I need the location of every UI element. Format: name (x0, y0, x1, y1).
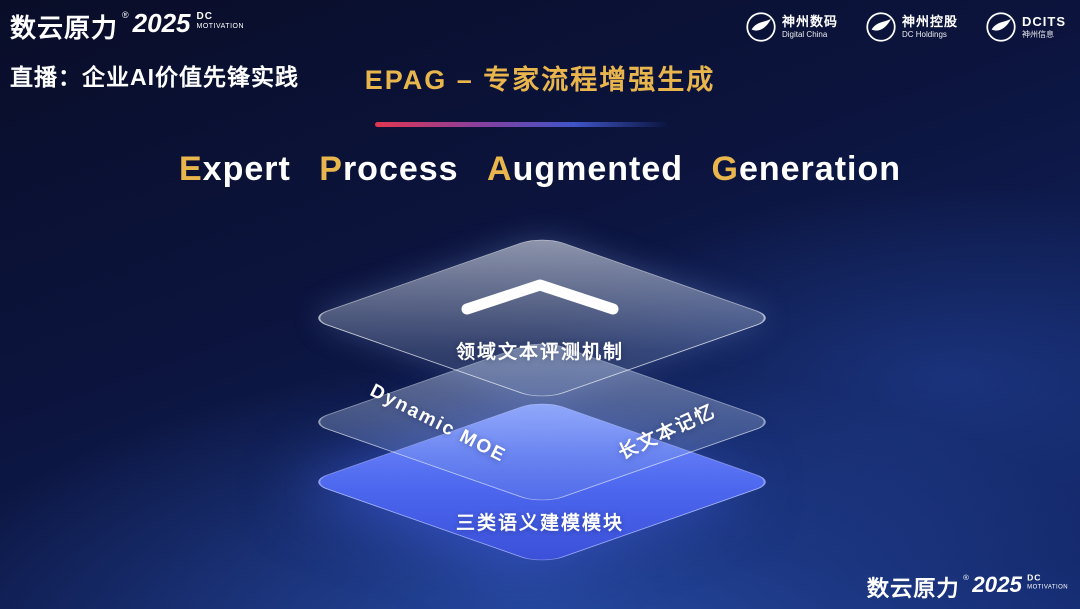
word-initial: G (711, 150, 739, 188)
word-rest: eneration (738, 150, 902, 188)
swoosh-icon (986, 12, 1016, 42)
brand-sub-bottom: MOTIVATION (1027, 583, 1068, 590)
page-title-cn: EPAG – 专家流程增强生成 (364, 65, 716, 95)
page-title-en: Expert Process Augmented Generation (0, 150, 1080, 189)
top-layer-label: 领域文本评测机制 (455, 342, 624, 363)
brand-logo-top: 数云原力 ® 2025 DC MOTIVATION (10, 8, 244, 45)
partner-logo-dcits: DCITS 神州信息 (986, 12, 1066, 42)
title-word: Expert (179, 150, 291, 188)
live-stream-title: 直播：企业AI价值先锋实践 (10, 64, 299, 90)
brand-registered-mark: ® (122, 10, 129, 20)
partner-name: 神州控股 (901, 13, 958, 29)
swoosh-icon (866, 12, 896, 42)
partner-text: 神州数码 Digital China (781, 13, 838, 39)
brand-year: 2025 (132, 8, 191, 38)
stack-diagram: 领域文本评测机制 Dynamic MOE 长文本记忆 三类语义建模模块 (305, 225, 779, 575)
brand-subtitle: DC MOTIVATION (1027, 573, 1068, 590)
brand-name: 数云原力 (866, 575, 960, 602)
brand-subtitle: DC MOTIVATION (196, 11, 245, 30)
title-word: Augmented (487, 150, 683, 188)
brand-name: 数云原力 (10, 13, 119, 43)
chevron-up-icon (455, 275, 625, 324)
brand-logo-bottom: 数云原力 ® 2025 DC MOTIVATION (867, 571, 1068, 603)
word-rest: rocess (342, 150, 459, 188)
partner-name: DCITS (1022, 13, 1066, 29)
title-word: Generation (712, 150, 902, 188)
brand-registered-mark: ® (963, 572, 969, 582)
word-initial: P (319, 150, 343, 188)
swoosh-icon (746, 12, 776, 42)
brand-year: 2025 (972, 571, 1022, 597)
word-initial: E (178, 150, 203, 188)
gradient-divider (375, 122, 667, 127)
partner-sub: DC Holdings (901, 29, 947, 39)
title-word: Process (319, 150, 458, 188)
word-initial: A (487, 150, 513, 188)
brand-sub-top: DC (196, 11, 213, 22)
partner-name: 神州数码 (781, 13, 838, 29)
partner-text: 神州控股 DC Holdings (901, 13, 958, 39)
partner-sub: Digital China (781, 29, 828, 39)
partner-logo-digital-china: 神州数码 Digital China (746, 12, 838, 42)
word-rest: xpert (202, 150, 291, 188)
partner-text: DCITS 神州信息 (1022, 13, 1066, 39)
brand-sub-top: DC (1027, 573, 1042, 584)
partner-sub: 神州信息 (1022, 29, 1054, 39)
word-rest: ugmented (512, 150, 684, 188)
bottom-layer-label: 三类语义建模模块 (455, 513, 624, 534)
brand-sub-bottom: MOTIVATION (196, 22, 245, 30)
partner-logos: 神州数码 Digital China 神州控股 DC Holdings DCIT… (746, 12, 1066, 42)
partner-logo-dc-holdings: 神州控股 DC Holdings (866, 12, 958, 42)
